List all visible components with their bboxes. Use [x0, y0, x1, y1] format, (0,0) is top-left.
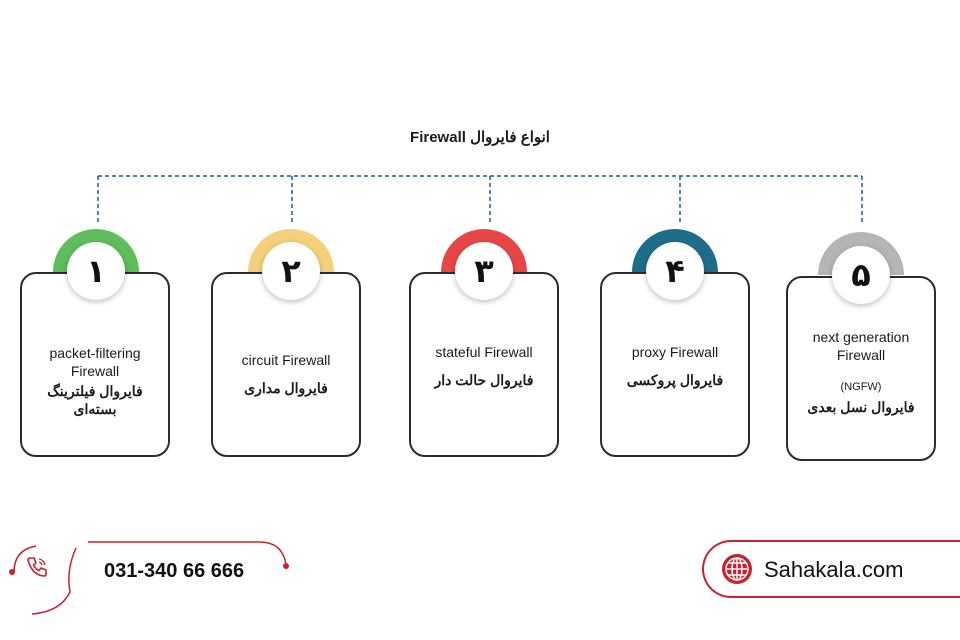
card-1-text: packet-filtering Firewall فایروال فیلتری… [24, 344, 166, 418]
card-5-sub-label: (NGFW) [840, 381, 882, 393]
card-5-en-label: next generation Firewall [812, 329, 910, 363]
card-5-text: next generation Firewall (NGFW) فایروال … [794, 328, 928, 416]
card-2-en-label: circuit Firewall [241, 352, 331, 368]
phone-decoration [9, 541, 289, 615]
globe-icon [720, 552, 754, 586]
card-3-fa-label: فایروال حالت دار [434, 372, 534, 388]
card-4-number-badge: ۴ [646, 242, 704, 300]
card-3-text: stateful Firewall فایروال حالت دار [413, 343, 555, 389]
website-box[interactable] [702, 540, 960, 598]
card-4-en-label: proxy Firewall [631, 344, 719, 360]
phone-number[interactable]: 031-340 66 666 [104, 560, 245, 582]
card-1-fa-label: فایروال فیلترینگ بسته‌ای [47, 383, 143, 417]
card-3-number-badge: ۳ [455, 242, 513, 300]
diagram-title: انواع فایروال Firewall [410, 129, 550, 146]
website-link[interactable]: Sahakala.com [764, 557, 904, 582]
card-5-fa-label: فایروال نسل بعدی [807, 399, 915, 415]
card-2-fa-label: فایروال مداری [244, 380, 328, 396]
card-2-text: circuit Firewall فایروال مداری [215, 351, 357, 397]
card-5-number-badge: ۵ [832, 246, 890, 304]
card-4-fa-label: فایروال پروکسی [626, 372, 724, 388]
card-2-number-badge: ۲ [262, 242, 320, 300]
card-2 [211, 272, 361, 457]
phone-icon [22, 552, 52, 582]
card-3 [409, 272, 559, 457]
card-5 [786, 276, 936, 461]
card-1-number-badge: ۱ [67, 242, 125, 300]
card-1 [20, 272, 170, 457]
card-4-text: proxy Firewall فایروال پروکسی [604, 343, 746, 389]
card-4 [600, 272, 750, 457]
card-1-en-label: packet-filtering Firewall [49, 345, 141, 379]
card-3-en-label: stateful Firewall [435, 344, 533, 360]
